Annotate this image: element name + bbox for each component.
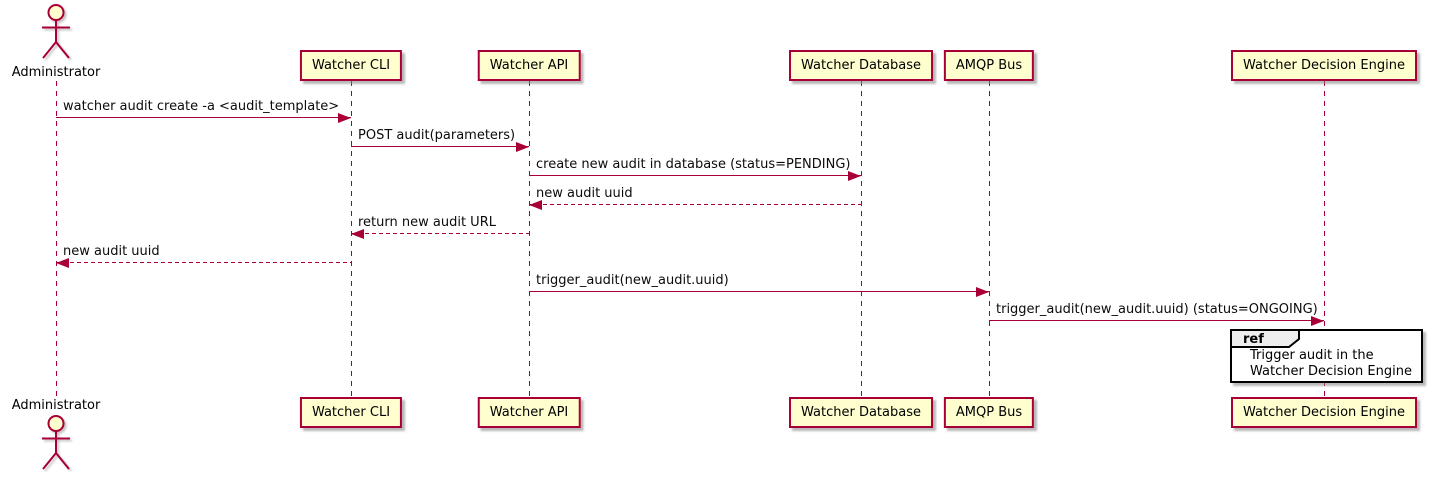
participant-top-watcher-api: Watcher API (477, 50, 581, 81)
message-line-3 (529, 204, 861, 205)
message-line-0 (56, 117, 351, 118)
participant-bottom-watcher-api: Watcher API (477, 397, 581, 428)
ref-tab (1230, 329, 1300, 348)
actor-label-administrator: Administrator (11, 65, 101, 80)
participant-bottom-watcher-database: Watcher Database (789, 397, 933, 428)
lifeline-amqp-bus (989, 81, 990, 397)
participant-bottom-watcher-decision-engine: Watcher Decision Engine (1231, 397, 1417, 428)
message-arrowhead-1 (516, 142, 529, 152)
participant-top-amqp-bus: AMQP Bus (943, 50, 1035, 81)
message-line-5 (56, 262, 351, 263)
message-line-2 (529, 175, 861, 176)
ref-keyword: ref (1243, 332, 1264, 347)
message-line-4 (351, 233, 529, 234)
participant-bottom-watcher-cli: Watcher CLI (299, 397, 403, 428)
message-line-1 (351, 146, 529, 147)
participant-bottom-amqp-bus: AMQP Bus (943, 397, 1035, 428)
message-arrowhead-2 (848, 171, 861, 181)
message-arrowhead-5 (56, 258, 69, 268)
message-line-7 (989, 320, 1324, 321)
participant-top-watcher-database: Watcher Database (789, 50, 933, 81)
message-arrowhead-6 (976, 287, 989, 297)
participant-top-watcher-cli: Watcher CLI (299, 50, 403, 81)
actor-label-administrator: Administrator (11, 398, 101, 413)
message-label-1: POST audit(parameters) (358, 128, 516, 143)
lifeline-watcher-cli (351, 81, 352, 397)
message-arrowhead-4 (351, 229, 364, 239)
message-label-5: new audit uuid (63, 244, 160, 259)
actor-icon-administrator (36, 414, 76, 476)
ref-text-line: Trigger audit in the (1250, 348, 1374, 363)
message-arrowhead-7 (1311, 316, 1324, 326)
lifeline-watcher-database (861, 81, 862, 397)
message-arrowhead-3 (529, 200, 542, 210)
message-label-3: new audit uuid (536, 186, 633, 201)
lifeline-administrator (56, 81, 57, 397)
message-line-6 (529, 291, 989, 292)
message-label-4: return new audit URL (358, 215, 496, 230)
message-label-0: watcher audit create -a <audit_template> (63, 99, 340, 114)
message-label-6: trigger_audit(new_audit.uuid) (536, 273, 729, 288)
message-arrowhead-0 (338, 113, 351, 123)
ref-text: Trigger audit in the Watcher Decision En… (1250, 348, 1421, 380)
ref-text-line: Watcher Decision Engine (1250, 364, 1412, 379)
message-label-2: create new audit in database (status=PEN… (536, 157, 851, 172)
participant-top-watcher-decision-engine: Watcher Decision Engine (1231, 50, 1417, 81)
ref-fragment: ref Trigger audit in the Watcher Decisio… (1230, 329, 1423, 383)
lifeline-watcher-api (529, 81, 530, 397)
message-label-7: trigger_audit(new_audit.uuid) (status=ON… (996, 302, 1318, 317)
lifeline-watcher-decision-engine (1324, 81, 1325, 397)
actor-icon-administrator (36, 3, 76, 65)
